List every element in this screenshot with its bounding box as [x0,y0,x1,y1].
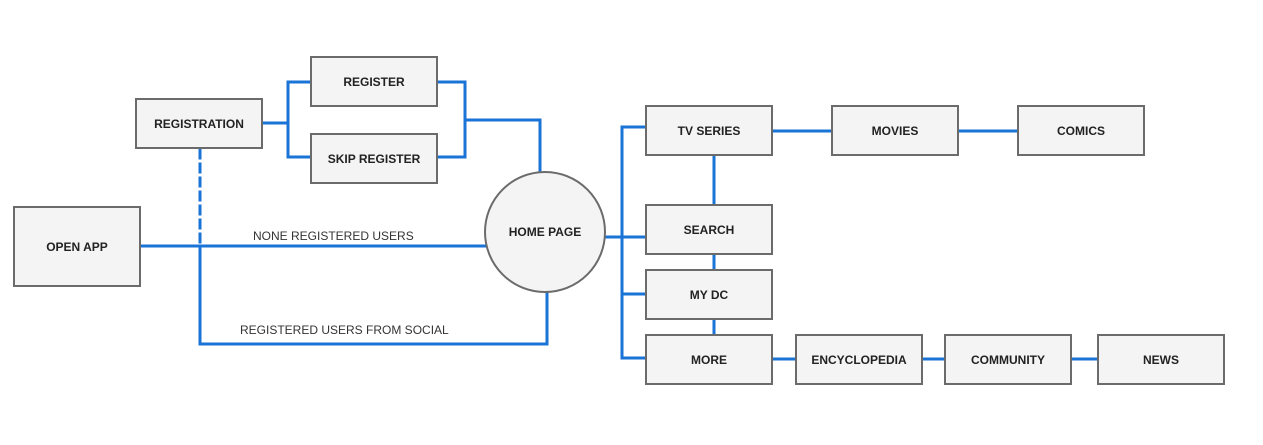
node-more: MORE [645,334,773,385]
node-home-page: HOME PAGE [484,171,606,293]
edge-label-none-registered: NONE REGISTERED USERS [253,229,414,243]
node-search: SEARCH [645,204,773,255]
edge-label-registered-social: REGISTERED USERS FROM SOCIAL [240,323,449,337]
node-open-app: OPEN APP [13,206,141,287]
node-comics: COMICS [1017,105,1145,156]
connector-register-merge [435,80,542,175]
node-register: REGISTER [310,56,438,107]
connector-social [198,244,549,346]
node-tv-series: TV SERIES [645,105,773,156]
node-skip-register: SKIP REGISTER [310,133,438,184]
connector-registration-fork [260,80,314,159]
node-movies: MOVIES [831,105,959,156]
connector-home-branches [602,125,648,360]
node-registration: REGISTRATION [135,98,263,149]
node-my-dc: MY DC [645,269,773,320]
node-news: NEWS [1097,334,1225,385]
node-community: COMMUNITY [944,334,1072,385]
node-encyclopedia: ENCYCLOPEDIA [795,334,923,385]
